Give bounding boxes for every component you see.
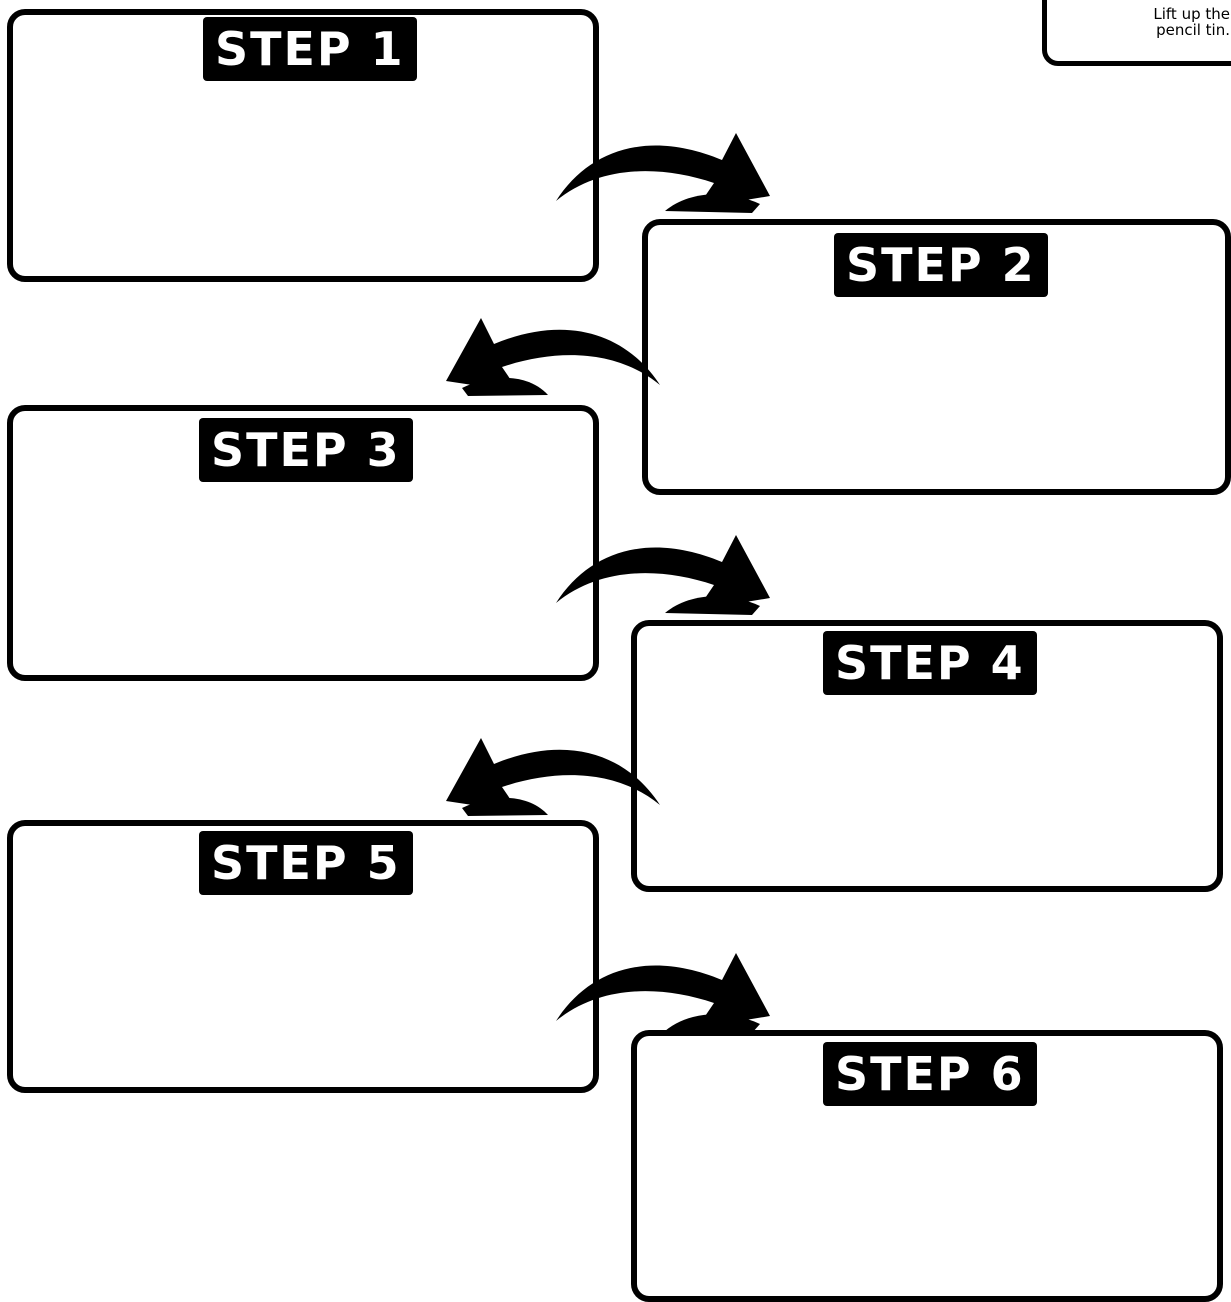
note-line-2: pencil tin. bbox=[1156, 21, 1230, 39]
step-4-label: STEP 4 bbox=[823, 631, 1037, 695]
instruction-note-text: Lift up the pencil tin. bbox=[1090, 6, 1230, 38]
step-3-label: STEP 3 bbox=[199, 418, 413, 482]
step-6-label: STEP 6 bbox=[823, 1042, 1037, 1106]
instruction-note bbox=[1042, 0, 1231, 66]
step-2-label: STEP 2 bbox=[834, 233, 1048, 297]
step-1-label: STEP 1 bbox=[203, 17, 417, 81]
arrow-step4-to-step5 bbox=[446, 738, 660, 816]
arrow-step2-to-step3 bbox=[446, 318, 660, 396]
step-5-label: STEP 5 bbox=[199, 831, 413, 895]
note-line-1: Lift up the bbox=[1153, 5, 1230, 23]
